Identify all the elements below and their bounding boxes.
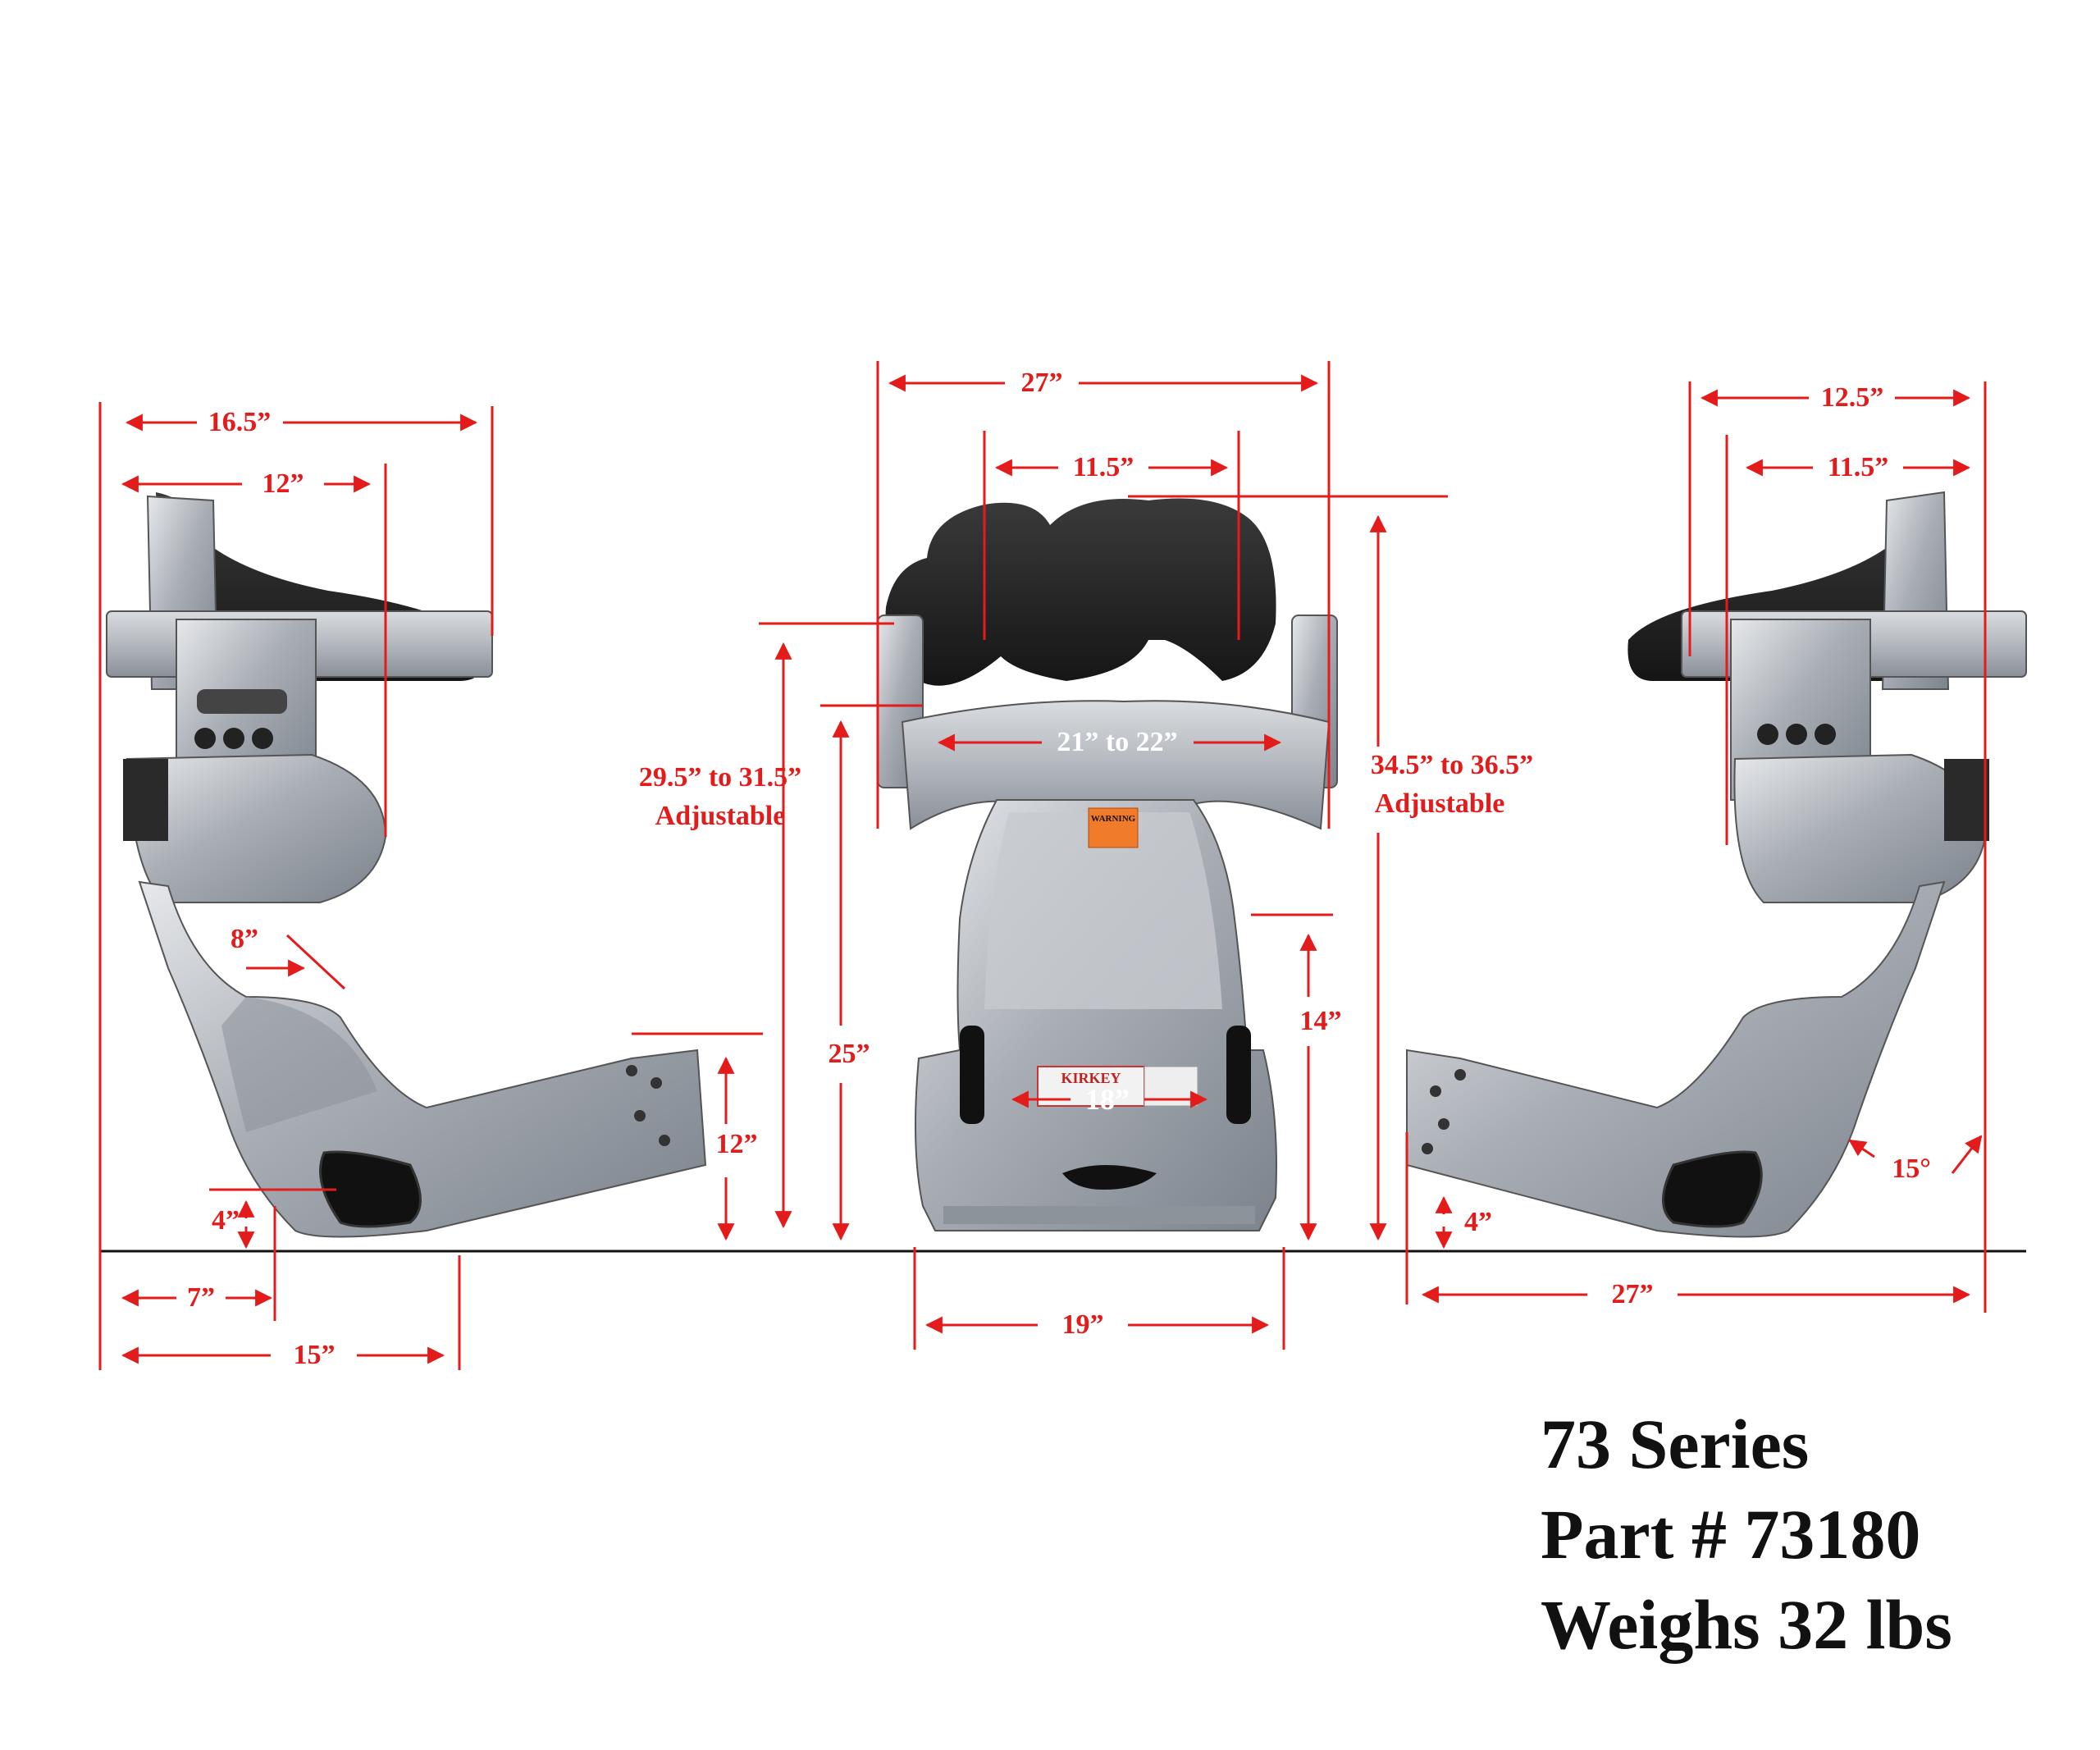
front-overall-height-label: 34.5” to 36.5” xyxy=(1371,750,1533,780)
front-inner-width-label: 18” xyxy=(1085,1083,1130,1116)
front-side-height-label: 14” xyxy=(1300,1006,1342,1036)
front-hip-height-label: 25” xyxy=(829,1039,870,1069)
front-overall-height-adjustable: Adjustable xyxy=(1375,788,1505,819)
front-head-width-label: 11.5” xyxy=(1073,452,1134,482)
kirkey-logo-text: KIRKEY xyxy=(1061,1070,1121,1086)
dimensions-right xyxy=(1405,382,1987,1313)
front-base-width-label: 19” xyxy=(1062,1309,1104,1340)
seat-side-view-right xyxy=(1406,491,2027,1238)
front-shoulder-width-label: 21” to 22” xyxy=(1057,727,1177,757)
product-series: 73 Series xyxy=(1541,1405,1810,1483)
product-info: 73 Series Part # 73180 Weighs 32 lbs xyxy=(1541,1399,1952,1670)
seat-side-view-left xyxy=(106,492,707,1238)
right-recline-angle-label: 15° xyxy=(1892,1154,1931,1184)
left-headrest-width-label: 12” xyxy=(262,468,304,499)
product-weight: Weighs 32 lbs xyxy=(1541,1585,1952,1664)
front-overall-width-label: 27” xyxy=(1021,368,1063,398)
dimensions-left xyxy=(98,402,763,1370)
dimension-labels: 16.5” 12” 8” 12” 4” 7” 15” 27” 11.5” 29.… xyxy=(187,368,1931,1370)
left-base-depth-label: 15” xyxy=(294,1340,336,1370)
front-shoulder-height-adjustable: Adjustable xyxy=(655,801,786,831)
left-front-offset-label: 7” xyxy=(187,1282,215,1313)
seat-front-view: WARNING KIRKEY xyxy=(877,498,1338,1231)
warning-sticker-text: WARNING xyxy=(1091,814,1136,824)
left-floor-height-label: 4” xyxy=(212,1205,240,1236)
right-headrest-width-label: 11.5” xyxy=(1828,452,1889,482)
left-width-top-label: 16.5” xyxy=(208,407,272,437)
product-part-number: Part # 73180 xyxy=(1541,1495,1921,1574)
left-shoulder-depth-label: 8” xyxy=(231,924,258,954)
front-shoulder-height-label: 29.5” to 31.5” xyxy=(639,762,801,793)
warning-sticker: WARNING xyxy=(1088,807,1139,848)
right-width-top-label: 12.5” xyxy=(1821,382,1884,413)
right-overall-depth-label: 27” xyxy=(1612,1279,1654,1309)
right-floor-height-label: 4” xyxy=(1464,1207,1492,1237)
left-seat-height-label: 12” xyxy=(716,1129,758,1159)
dimensions-front xyxy=(759,361,1448,1350)
